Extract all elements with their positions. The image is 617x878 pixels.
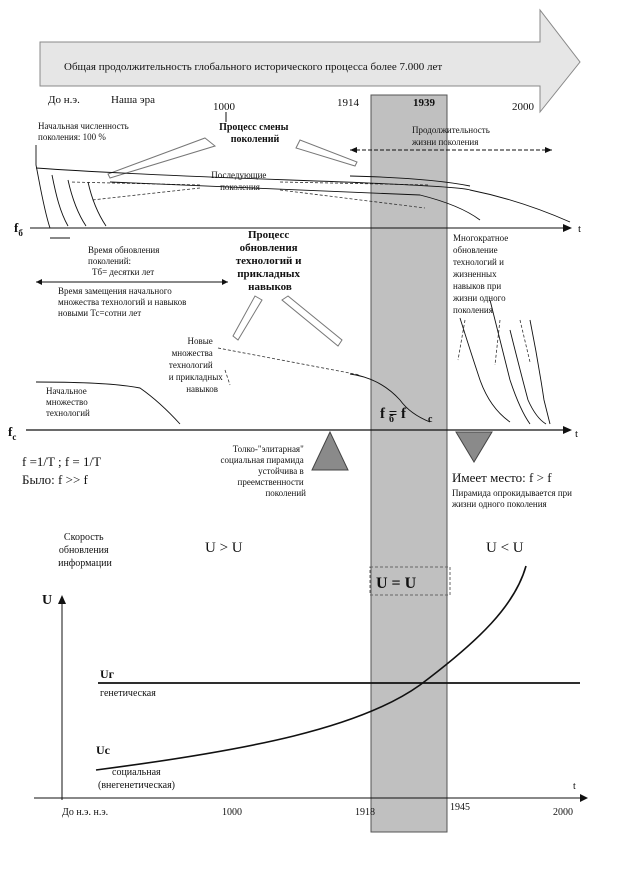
subsequent-text: Последующие поколения — [211, 170, 268, 192]
bottom-label-1000: 1000 — [222, 807, 242, 818]
multi-arrows — [457, 319, 531, 366]
tech-wedge-arrows — [232, 295, 343, 347]
uc-curve — [95, 565, 527, 771]
ug-gt-uc: U > U — [205, 540, 243, 556]
replacement-time-text: Время замещения начального множества тех… — [58, 286, 189, 318]
period-band — [370, 94, 448, 833]
lifespan-text: Продолжительность жизни поколения — [411, 125, 492, 147]
formula-2: Было: f >> f — [22, 472, 89, 487]
replacement-head-left — [36, 279, 42, 285]
fb-axis-arrowhead — [563, 224, 572, 232]
fb-axis-t: t — [578, 223, 581, 235]
pyramid-stable — [311, 430, 349, 471]
generation-wedge-arrows — [107, 137, 358, 179]
ug-lt-uc: U < U — [486, 540, 524, 556]
fb-eq-sub-c: с — [428, 414, 433, 425]
u-axis-label: U — [42, 593, 52, 608]
top-label-1914: 1914 — [337, 97, 360, 109]
top-label-bce: До н.э. — [48, 94, 80, 106]
fc-axis-t: t — [575, 428, 578, 440]
speed-label: Скорость обновления информации — [58, 532, 112, 569]
elite-text: Толко-"элитарная" социальная пирамида ус… — [221, 444, 307, 498]
renewal-time-text: Время обновления поколений: Тб= десятки … — [88, 245, 162, 277]
generation-change-text: Процесс смены поколений — [219, 122, 291, 145]
pyramid-flips-text: Пирамида опрокидывается при жизни одного… — [451, 488, 574, 509]
lifespan-arrow-head-left — [350, 147, 357, 153]
new-sets-arrows — [217, 347, 361, 386]
initial-set-text: Начальное множество технологий — [46, 386, 90, 418]
formula-1: f =1/T ; f = 1/T — [22, 454, 101, 469]
new-sets-text: Новые множества технологий и прикладных … — [169, 336, 225, 394]
uc-label: Uс — [96, 743, 111, 757]
top-label-2000: 2000 — [512, 101, 535, 113]
fb-eq-sub-b: б — [389, 414, 394, 425]
bottom-axis-t: t — [573, 781, 576, 792]
tech-renewal-text: Процесс обновления технологий и прикладн… — [236, 229, 304, 293]
bottom-axis-arrowhead — [580, 794, 588, 802]
fb-eq-fc-text: f = f — [380, 406, 407, 422]
top-label-1000: 1000 — [213, 101, 236, 113]
top-label-ce: Наша эра — [111, 94, 155, 106]
bottom-label-1918: 1918 — [355, 807, 375, 818]
pyramid-flipped — [455, 431, 493, 463]
fc-axis-label: fс — [8, 424, 16, 442]
tech-curves — [35, 299, 551, 425]
ug-eq-uc: U = U — [376, 575, 417, 592]
top-label-1939: 1939 — [413, 97, 436, 109]
banner-title: Общая продолжительность глобального исто… — [64, 61, 442, 73]
ug-eq-uc-box — [369, 566, 451, 596]
banner-arrow — [39, 8, 581, 114]
ug-label: Uг — [100, 667, 115, 681]
generation-curves — [35, 145, 571, 229]
fb-axis-label: fб — [14, 220, 23, 238]
bottom-label-1945: 1945 — [450, 802, 470, 813]
ug-desc: генетическая — [100, 688, 156, 699]
bottom-label-2000: 2000 — [553, 807, 573, 818]
initial-count-text: Начальная численность поколения: 100 % — [38, 121, 131, 142]
takes-place-text: Имеет место: f > f — [452, 470, 552, 485]
multiple-renewal-text: Многократное обновление технологий и жиз… — [452, 233, 511, 315]
u-axis-arrowhead — [58, 595, 66, 604]
lifespan-arrow-head-right — [545, 147, 552, 153]
bottom-label-bce: До н.э. н.э. — [62, 807, 108, 818]
replacement-head-right — [222, 279, 228, 285]
fc-axis-arrowhead — [563, 426, 572, 434]
uc-desc: социальная (внегенетическая) — [98, 767, 175, 791]
